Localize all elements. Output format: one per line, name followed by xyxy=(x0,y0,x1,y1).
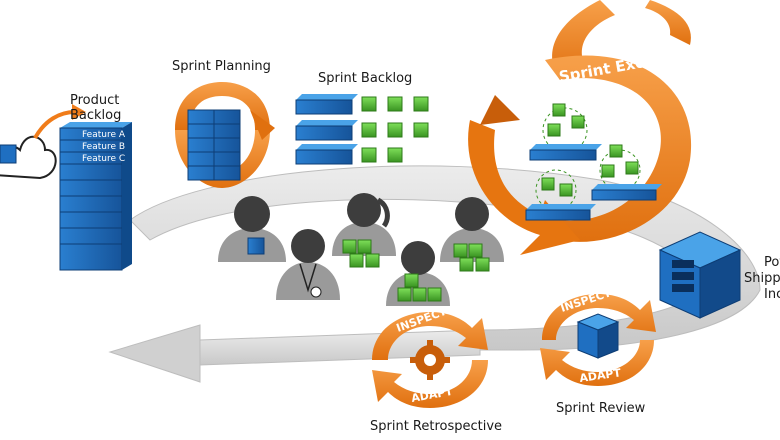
backlog-arrow xyxy=(33,110,76,140)
cloud-icon xyxy=(0,135,57,180)
retro-inspect-label: INSPECT xyxy=(395,305,449,335)
person-icon xyxy=(440,197,504,272)
sprint-retrospective-label: Sprint Retrospective xyxy=(370,419,502,434)
sprint-backlog-grid xyxy=(295,94,429,165)
product-backlog-label-1: Product xyxy=(70,93,119,108)
increment-label-2: Shippa xyxy=(744,271,780,286)
feature-a-label: Feature A xyxy=(82,130,126,140)
sprint-review-label: Sprint Review xyxy=(556,401,646,416)
feature-c-label: Feature C xyxy=(82,154,125,164)
backlog-arrowhead xyxy=(72,104,86,120)
sprint-backlog-label: Sprint Backlog xyxy=(318,71,412,86)
sprint-planning-label: Sprint Planning xyxy=(172,59,271,74)
review-cycle: INSPECT ADAPT xyxy=(540,286,656,386)
scrum-team xyxy=(218,193,504,306)
loop-arrowhead xyxy=(108,324,201,383)
person-icon xyxy=(276,229,340,300)
person-icon xyxy=(218,196,286,262)
product-backlog-stack: Feature A Feature B Feature C xyxy=(59,122,132,271)
gear-icon xyxy=(410,340,450,380)
product-backlog-label-2: Backlog xyxy=(70,108,121,123)
retrospective-cycle: INSPECT ADAPT xyxy=(372,305,488,408)
cube-stack-icon xyxy=(576,313,620,359)
increment-label-3: Inc xyxy=(764,287,780,302)
sprint-planning-icon xyxy=(175,82,275,188)
feature-b-label: Feature B xyxy=(82,142,125,152)
person-icon xyxy=(386,241,450,306)
execution-task-flow xyxy=(525,103,662,221)
review-adapt-label: ADAPT xyxy=(579,366,623,385)
cube-stack-icon xyxy=(658,231,742,319)
person-icon xyxy=(332,193,396,268)
review-inspect-label: INSPECT xyxy=(559,286,613,315)
increment-label-1: Pot xyxy=(764,255,780,270)
